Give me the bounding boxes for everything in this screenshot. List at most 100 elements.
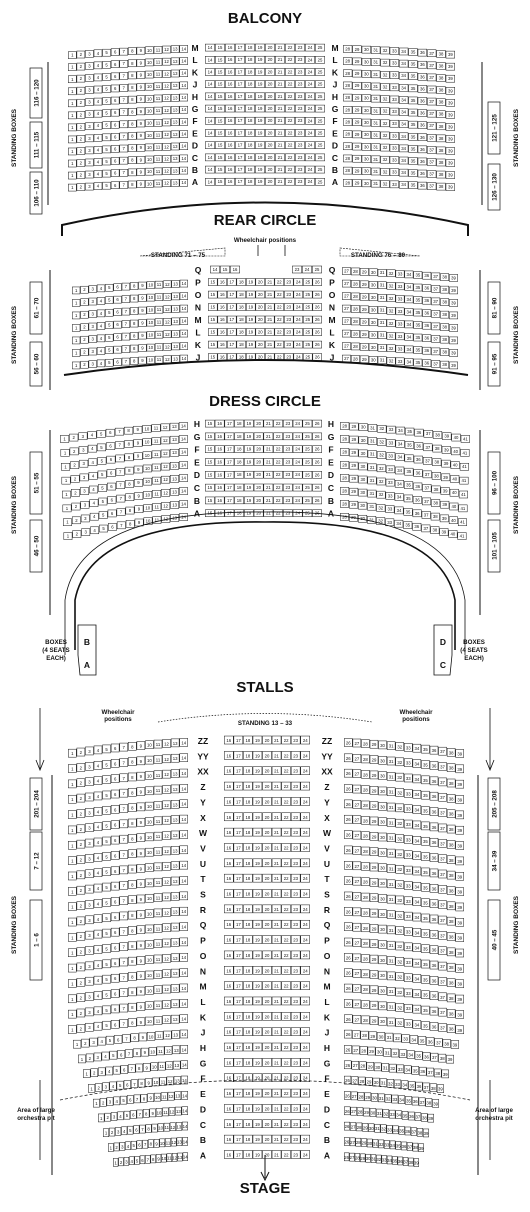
- seat-number: 1: [71, 125, 74, 130]
- seat-number: 17: [238, 118, 243, 123]
- seat: [431, 297, 441, 306]
- seat-number: 22: [288, 155, 293, 160]
- seat-number: 31: [389, 759, 394, 764]
- row-label: Y: [200, 797, 206, 807]
- seat-number: 33: [388, 480, 393, 485]
- seat: [128, 95, 137, 104]
- seat-number: 37: [429, 87, 434, 92]
- seat-number: 38: [442, 325, 447, 330]
- seat-number: 12: [164, 956, 169, 961]
- seat-number: 22: [284, 984, 289, 989]
- seat-number: 8: [131, 109, 134, 114]
- seat-number: 11: [156, 108, 161, 113]
- seat-number: 32: [383, 145, 388, 150]
- seat-number: 22: [288, 118, 293, 123]
- seat: [445, 183, 455, 191]
- seat-number: 22: [284, 1122, 289, 1127]
- seat-number: 33: [406, 791, 411, 796]
- seat-number: 10: [147, 1019, 152, 1024]
- seat: [179, 93, 188, 102]
- seat-number: 11: [156, 834, 161, 839]
- row-label: B: [200, 1135, 206, 1145]
- seat-number: 17: [227, 472, 232, 477]
- seat: [284, 278, 294, 286]
- seat-number: 11: [156, 96, 161, 101]
- seat-number: 34: [414, 930, 419, 935]
- seat-number: 25: [305, 292, 310, 297]
- seat-number: 36: [432, 779, 437, 784]
- seat-number: 10: [147, 773, 152, 778]
- seat: [285, 68, 295, 76]
- seat-number: 38: [442, 350, 447, 355]
- seat-number: 20: [268, 179, 273, 184]
- seat-number: 10: [157, 1110, 162, 1115]
- seat-number: 9: [140, 133, 143, 138]
- seat-number: 37: [440, 811, 445, 816]
- seat: [417, 145, 427, 154]
- seat-number: 35: [407, 429, 412, 434]
- seat-number: 23: [286, 330, 291, 335]
- seat: [136, 131, 146, 140]
- seat-number: 3: [88, 112, 91, 117]
- seat-number: 33: [398, 284, 403, 289]
- seat: [102, 48, 111, 57]
- seat: [427, 170, 437, 178]
- seat-number: 20: [268, 82, 273, 87]
- seat-number: 29: [351, 450, 356, 455]
- seat: [85, 146, 94, 155]
- seat-number: 31: [373, 60, 378, 65]
- seat-number: 41: [460, 520, 465, 525]
- row-label: A: [324, 1150, 330, 1160]
- seat-number: 12: [164, 772, 169, 777]
- seat-number: 29: [372, 911, 377, 916]
- seat: [275, 129, 285, 137]
- seat: [68, 171, 77, 180]
- seat-number: 26: [346, 863, 351, 868]
- seat-number: 32: [397, 867, 402, 872]
- seat-number: 31: [370, 439, 375, 444]
- seat-number: 14: [182, 1032, 187, 1037]
- seat-number: 28: [345, 95, 350, 100]
- seat-number: 36: [432, 763, 437, 768]
- seat-number: 22: [288, 179, 293, 184]
- seat-number: 23: [298, 143, 303, 148]
- seat-number: 9: [140, 182, 143, 187]
- seat-number: 21: [278, 167, 283, 172]
- seat: [205, 165, 215, 174]
- seat: [275, 165, 285, 174]
- seat: [352, 130, 362, 139]
- seat: [315, 153, 325, 162]
- row-label: O: [324, 951, 331, 961]
- seat-number: 12: [163, 425, 168, 430]
- seat-number: 19: [255, 999, 260, 1004]
- seat-number: 33: [388, 440, 393, 445]
- seat: [205, 153, 215, 162]
- row-label: C: [332, 153, 338, 163]
- seat-number: 11: [156, 972, 161, 977]
- seat-number: 34: [390, 1143, 395, 1148]
- seat-number: 32: [389, 283, 394, 288]
- seat-number: 8: [131, 97, 134, 102]
- seat-number: 36: [420, 135, 425, 140]
- seat-number: 16: [228, 106, 233, 111]
- row-label: E: [192, 128, 198, 138]
- seat-number: 10: [147, 835, 152, 840]
- seat-number: 1: [71, 77, 74, 82]
- seat-number: 33: [392, 133, 397, 138]
- seat-number: 11: [156, 84, 161, 89]
- dress-box-right-1: 96 – 100: [487, 451, 501, 515]
- seat-number: 10: [147, 896, 152, 901]
- seat-number: 23: [298, 69, 303, 74]
- seat-number: 39: [448, 112, 453, 117]
- seat-number: 13: [173, 986, 178, 991]
- seat-number: 5: [105, 135, 108, 140]
- seat-number: 13: [173, 741, 178, 746]
- seat-number: 29: [355, 156, 360, 161]
- seat: [145, 70, 154, 79]
